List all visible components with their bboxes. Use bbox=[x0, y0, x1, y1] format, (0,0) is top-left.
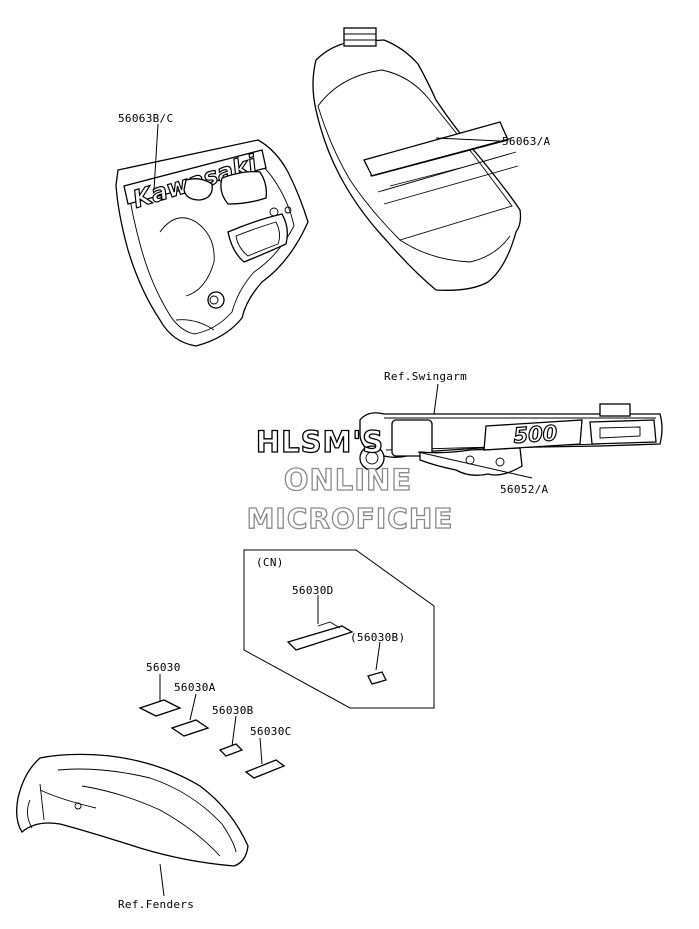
label-cn-small: (56030B) bbox=[350, 631, 405, 644]
cn-region-box bbox=[243, 549, 435, 709]
label-tank: 56063/A bbox=[502, 135, 551, 148]
label-ref-swingarm: Ref.Swingarm bbox=[384, 370, 467, 383]
watermark-line-1: HLSM'S bbox=[256, 425, 384, 459]
label-decal-1: 56030 bbox=[146, 661, 181, 674]
label-cn: (CN) bbox=[256, 556, 284, 569]
label-ref-fenders: Ref.Fenders bbox=[118, 898, 194, 911]
label-side-cover: 56063B/C bbox=[118, 112, 173, 125]
label-decal-2: 56030A bbox=[174, 681, 216, 694]
label-decal-4: 56030C bbox=[250, 725, 292, 738]
watermark-line-2: ONLINE bbox=[284, 463, 412, 497]
leader-lines bbox=[153, 123, 533, 897]
model-decal-text: 500 bbox=[513, 421, 558, 448]
decal-parts bbox=[138, 699, 286, 779]
label-cn-decal: 56030D bbox=[292, 584, 334, 597]
label-swingarm: 56052/A bbox=[500, 483, 549, 496]
watermark-line-3: MICROFICHE bbox=[247, 502, 454, 535]
label-decal-3: 56030B bbox=[212, 704, 254, 717]
side-cover-part: Kawasaki bbox=[115, 139, 309, 347]
fuel-tank-part bbox=[312, 27, 522, 291]
fender-part bbox=[16, 753, 249, 867]
swingarm-part: 500 bbox=[359, 403, 663, 476]
